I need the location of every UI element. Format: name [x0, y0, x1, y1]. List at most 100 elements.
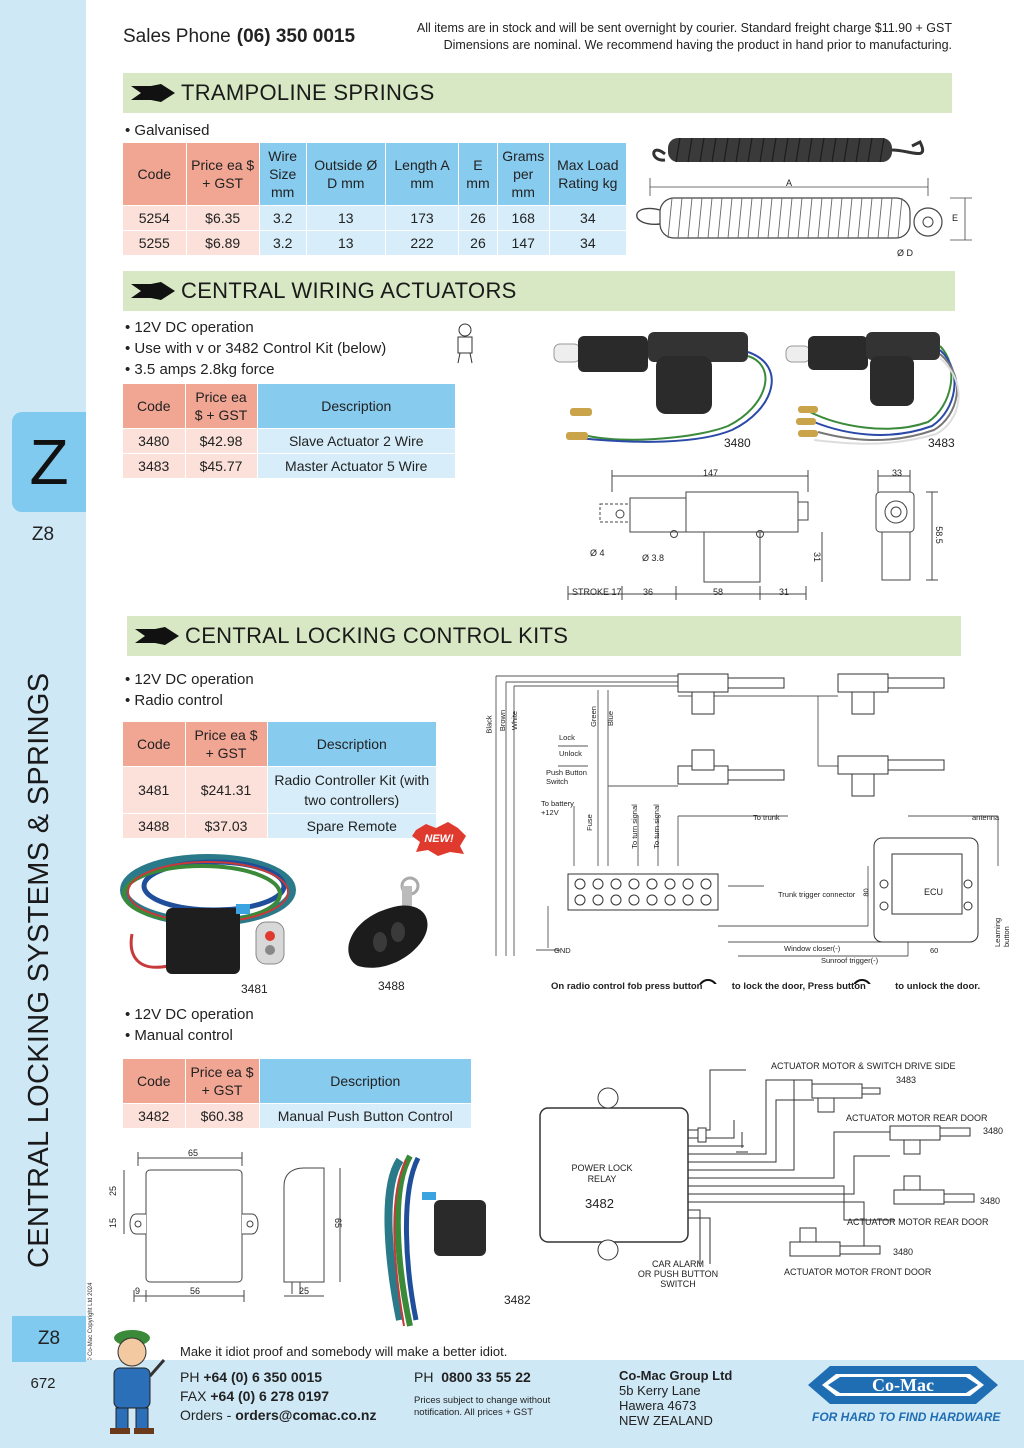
table-row: 3480 $42.98 Slave Actuator 2 Wire: [123, 427, 456, 453]
sidebar: [0, 0, 86, 1448]
col-header: Price ea $ + GST: [185, 722, 268, 766]
table-cell: 222: [385, 229, 460, 255]
orders-email-link[interactable]: orders@comac.co.nz: [235, 1407, 377, 1423]
wire-label-sunroof: Sunroof trigger(-): [821, 956, 879, 965]
wiring-caption-part-3: to unlock the door.: [895, 981, 981, 992]
table-row: 3488 $37.03 Spare Remote: [123, 812, 437, 838]
sales-phone-number[interactable]: (06) 350 0015: [236, 26, 356, 47]
actuator-dimension-drawing: [567, 470, 938, 600]
table-cell: 147: [497, 229, 550, 255]
manual-kit-photo: [384, 1154, 486, 1327]
page-number: 672: [30, 1375, 56, 1392]
section-header-control-kits: CENTRAL LOCKING CONTROL KITS: [127, 616, 961, 656]
col-header: Description: [267, 722, 437, 766]
table-cell: 13: [306, 229, 386, 255]
bullet-item: • 12V DC operation: [125, 319, 254, 336]
wire-label-green: Green: [588, 706, 598, 727]
label-rear-door-1: ACTUATOR MOTOR REAR DOOR: [846, 1113, 988, 1123]
wire-label-white: White: [510, 710, 520, 731]
comac-logo[interactable]: Co-Mac: [808, 1358, 998, 1412]
dim-65: 65: [188, 1148, 199, 1158]
mascot-icon: [457, 323, 473, 364]
dim-65-vertical: 65: [333, 1217, 344, 1229]
dim-33: 33: [892, 468, 903, 478]
bottom-tab-code[interactable]: Z8: [12, 1316, 86, 1362]
col-header: Max Load Rating kg: [549, 143, 628, 205]
car-alarm-label: CAR ALARM OR PUSH BUTTON SWITCH: [620, 1259, 736, 1289]
bullet-item: • 3.5 amps 2.8kg force: [125, 361, 275, 378]
dim-31-vertical: 31: [812, 551, 823, 563]
table-cell: $6.35: [186, 204, 260, 230]
wire-label-unlock: Unlock: [559, 749, 582, 758]
col-header: Code: [123, 722, 186, 766]
phone-number[interactable]: +64 (0) 6 350 0015: [203, 1369, 323, 1385]
label-rear-door-2: ACTUATOR MOTOR REAR DOOR: [847, 1217, 989, 1227]
section-title: CENTRAL WIRING ACTUATORS: [181, 278, 517, 303]
spare-remote-photo: [348, 876, 428, 968]
new-badge-text: NEW!: [424, 833, 454, 845]
table-cell: 3488: [123, 812, 186, 838]
relay-label: POWER LOCK RELAY: [571, 1163, 633, 1184]
orders-label: Orders -: [180, 1407, 232, 1423]
table-row: 5254 $6.35 3.2 13 173 26 168 34: [123, 204, 628, 230]
ph-label: PH: [180, 1369, 200, 1385]
bullet-item: • Use with v or 3482 Control Kit (below): [125, 340, 387, 357]
table-cell: 34: [549, 229, 628, 255]
disclaimer-line-2: notification. All prices + GST: [414, 1407, 534, 1418]
table-cell: 34: [549, 204, 628, 230]
table-cell: 173: [385, 204, 460, 230]
wiring-caption-part-1: On radio control fob press button: [551, 981, 703, 992]
bullet-item: • Manual control: [125, 1027, 233, 1044]
col-header: Grams per mm: [497, 143, 550, 205]
section-tab-code: Z8: [31, 524, 55, 545]
photo-label-3481: 3481: [241, 982, 268, 996]
table-cell: 3481: [123, 765, 186, 813]
freephone-number[interactable]: 0800 33 55 22: [441, 1369, 531, 1385]
diagram-terminal-block: [567, 873, 719, 911]
header-note-line-1: All items are in stock and will be sent …: [416, 21, 952, 35]
manual-kit-table: Code Price ea $ + GST Description 3482 $…: [123, 1059, 472, 1128]
table-cell: 168: [497, 204, 550, 230]
col-header: Length A mm: [385, 143, 460, 205]
wiring-caption: On radio control fob press button to loc…: [551, 981, 980, 992]
wire-label-blue: Blue: [606, 710, 616, 727]
radio-kit-table: Code Price ea $ + GST Description 3481 $…: [123, 722, 437, 838]
label-3480-b: 3480: [980, 1196, 1001, 1206]
table-cell: Manual Push Button Control: [259, 1102, 472, 1128]
table-cell: 3483: [123, 452, 186, 478]
dim-e-label: E: [952, 213, 959, 223]
table-row: 3483 $45.77 Master Actuator 5 Wire: [123, 452, 456, 478]
unlock-button-icon: [853, 979, 871, 984]
company-name: Co-Mac Group Ltd: [619, 1368, 733, 1383]
header-note-line-2: Dimensions are nominal. We recommend hav…: [443, 38, 952, 52]
dim-147: 147: [703, 468, 719, 478]
table-cell: $42.98: [185, 427, 258, 453]
photo-label-3480: 3480: [724, 436, 751, 450]
wire-label-antenna: antenna: [972, 813, 1000, 822]
controller-module-photo: [166, 904, 250, 974]
actuators-table: Code Price ea $ + GST Description 3480 $…: [123, 384, 456, 478]
dim-80: 80: [861, 888, 871, 897]
wire-label-learning: Learning button: [993, 917, 1011, 947]
dim-d4: Ø 4: [590, 548, 605, 558]
brand-tagline: FOR HARD TO FIND HARDWARE: [812, 1410, 1001, 1424]
diagram-actuator-rear-2: [893, 1175, 975, 1205]
address-line-2: Hawera 4673: [619, 1398, 697, 1413]
manual-bullets: • 12V DC operation • Manual control: [125, 1004, 254, 1046]
table-row: 5255 $6.89 3.2 13 222 26 147 34: [123, 229, 628, 255]
dim-25: 25: [108, 1185, 119, 1197]
footer-freephone: PH 0800 33 55 22 Prices subject to chang…: [414, 1368, 550, 1419]
diagram-ecu: [873, 837, 979, 943]
section-tab-letter[interactable]: Z: [12, 412, 86, 512]
actuator-photo-3483: [785, 332, 960, 445]
diagram-actuator-3: [677, 749, 785, 785]
dim-d3-8: Ø 3.8: [642, 553, 665, 563]
dim-58: 58: [713, 587, 724, 597]
bullet-item: • 12V DC operation: [125, 671, 254, 688]
footer-motto: Make it idiot proof and somebody will ma…: [180, 1344, 508, 1359]
photo-label-3483: 3483: [928, 436, 955, 450]
section-header-central-wiring-actuators: CENTRAL WIRING ACTUATORS: [123, 271, 955, 311]
table-cell: 3480: [123, 427, 186, 453]
relay-code-label: 3482: [585, 1196, 614, 1211]
wire-label-window: Window closer(-): [784, 944, 841, 953]
